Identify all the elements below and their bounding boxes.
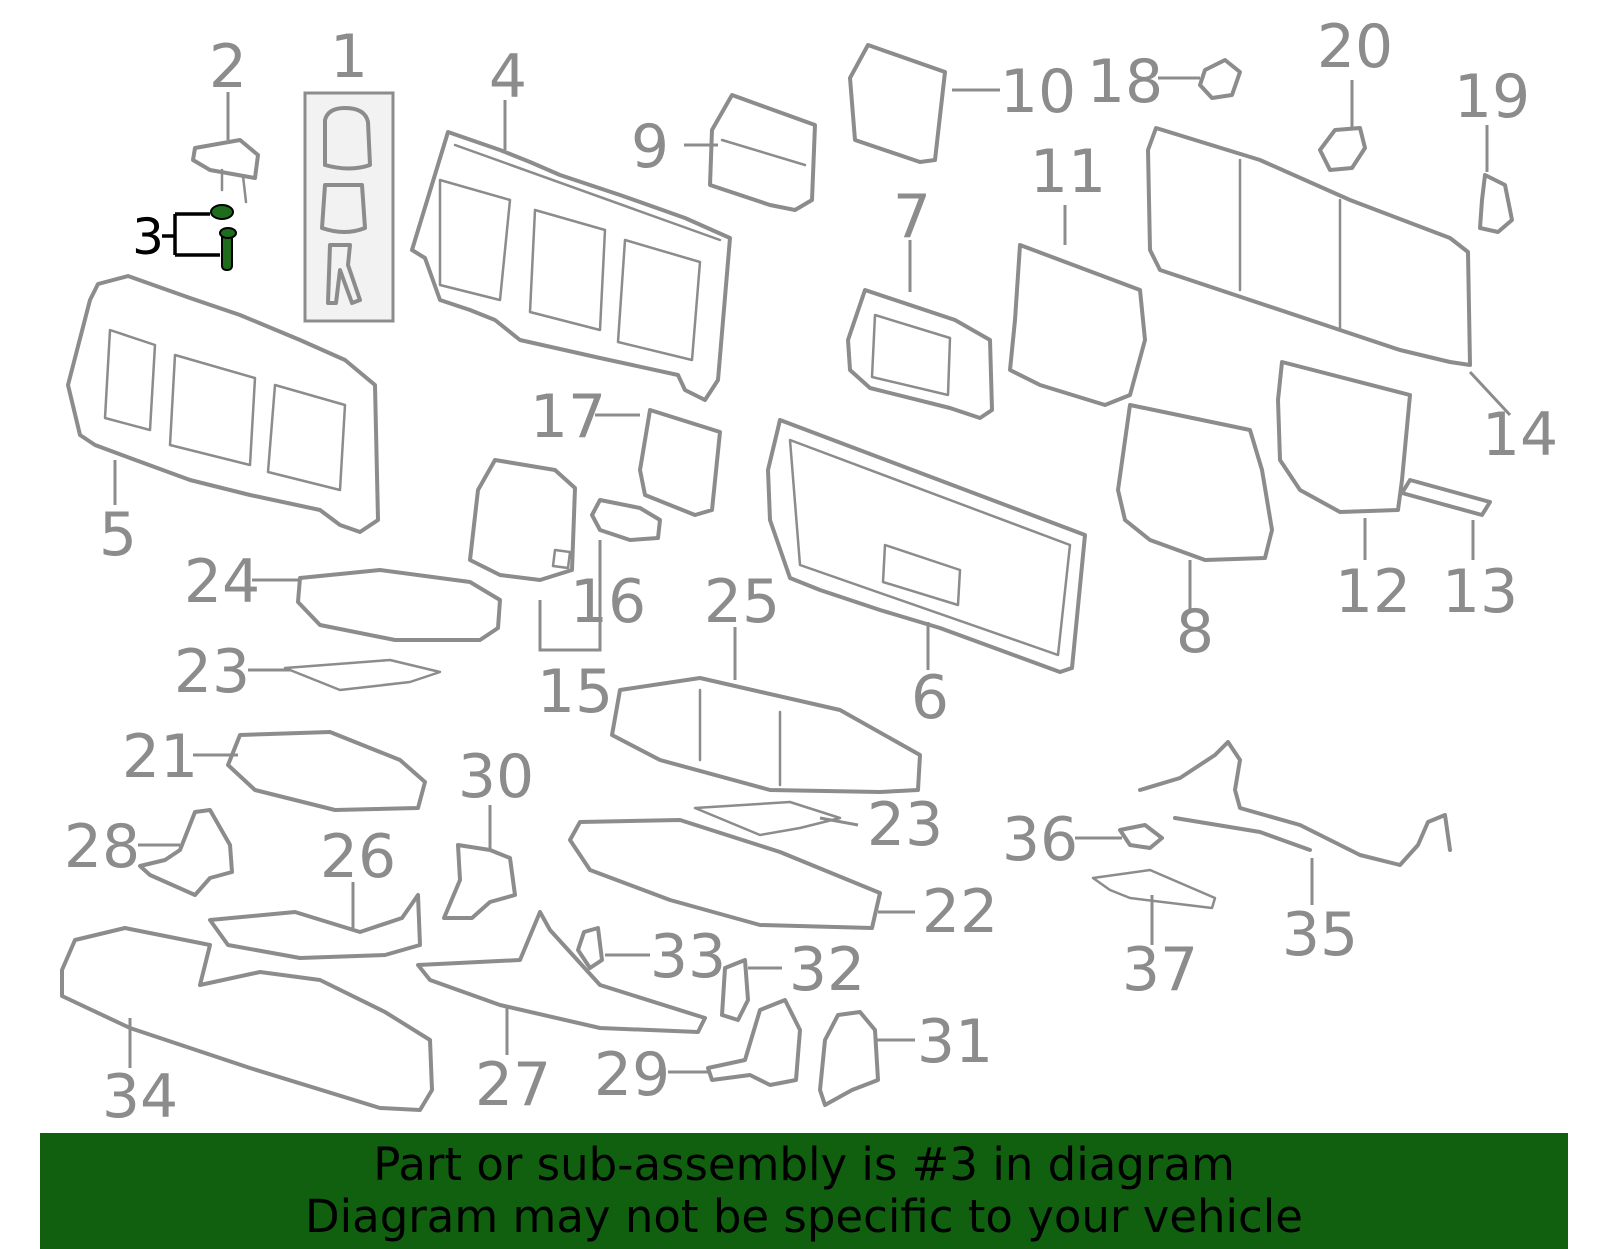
label-35: 35 (1282, 900, 1358, 970)
label-34: 34 (102, 1062, 178, 1132)
part-29-bracket[interactable] (706, 998, 802, 1087)
part-3-guide-assembly[interactable] (210, 204, 237, 271)
part-25-seat-cushion[interactable] (610, 676, 922, 794)
part-11-panel[interactable] (1008, 243, 1147, 407)
label-18: 18 (1087, 47, 1163, 117)
part-22-seat-pan[interactable] (568, 818, 882, 930)
label-19: 19 (1454, 62, 1530, 132)
part-16-cupholder[interactable] (590, 498, 662, 542)
label-22: 22 (922, 877, 998, 947)
part-2-headrest[interactable] (191, 138, 260, 204)
part-35-wire-harness[interactable] (1138, 740, 1452, 867)
part-24-cushion[interactable] (296, 568, 502, 642)
label-15: 15 (537, 657, 613, 727)
part-31-trim[interactable] (818, 1010, 880, 1107)
part-19-hinge[interactable] (1478, 173, 1514, 234)
label-12: 12 (1335, 557, 1411, 627)
label-23b: 23 (867, 790, 943, 860)
label-17: 17 (530, 382, 606, 452)
leader-lines (113, 76, 1512, 1074)
part-14-back-panel[interactable] (1146, 126, 1472, 367)
label-26: 26 (320, 822, 396, 892)
part-28-bracket[interactable] (138, 808, 234, 897)
part-20-hinge[interactable] (1318, 126, 1367, 172)
label-6: 6 (911, 663, 949, 733)
part-9-module[interactable] (708, 93, 817, 212)
banner-line-2: Diagram may not be specific to your vehi… (305, 1190, 1303, 1243)
part-1-headrest-kit[interactable] (303, 91, 395, 323)
info-banner: Part or sub-assembly is #3 in diagram Di… (40, 1133, 1568, 1249)
label-4: 4 (489, 42, 527, 112)
part-7-bracket[interactable] (846, 288, 994, 420)
label-30: 30 (458, 742, 534, 812)
label-24: 24 (184, 547, 260, 617)
part-13-pad[interactable] (1400, 478, 1492, 517)
part-27-seat-frame[interactable] (416, 910, 707, 1034)
part-labels: 1 2 3 4 5 6 7 8 9 10 11 12 13 14 15 16 1… (64, 12, 1558, 1132)
part-23-pad-upper[interactable] (283, 658, 442, 692)
part-26-bracket[interactable] (208, 893, 422, 960)
part-10-cover[interactable] (848, 43, 947, 164)
label-37: 37 (1122, 935, 1198, 1005)
label-23a: 23 (174, 637, 250, 707)
label-16: 16 (570, 567, 646, 637)
label-31: 31 (917, 1007, 993, 1077)
label-29: 29 (594, 1040, 670, 1110)
part-34-seat-base[interactable] (60, 926, 434, 1112)
label-36: 36 (1002, 805, 1078, 875)
label-20: 20 (1317, 12, 1393, 82)
label-1: 1 (330, 22, 368, 92)
label-21: 21 (122, 722, 198, 792)
banner-line-1: Part or sub-assembly is #3 in diagram (373, 1138, 1235, 1191)
part-36-connector[interactable] (1118, 823, 1164, 850)
part-21-cushion-pad[interactable] (226, 730, 427, 812)
part-18-hinge[interactable] (1198, 58, 1242, 100)
label-32: 32 (789, 935, 865, 1005)
part-32-trim[interactable] (720, 958, 750, 1022)
label-27: 27 (475, 1050, 551, 1120)
part-5-seat-back-cushion[interactable] (66, 274, 380, 534)
label-5: 5 (99, 500, 137, 570)
part-4-seat-back-frame[interactable] (410, 130, 732, 402)
label-11: 11 (1030, 137, 1106, 207)
label-10: 10 (1000, 57, 1076, 127)
part-17-panel[interactable] (638, 408, 722, 517)
label-25: 25 (704, 567, 780, 637)
part-37-bracket[interactable] (1091, 868, 1217, 910)
part-15-armrest[interactable] (468, 458, 577, 582)
label-13: 13 (1442, 557, 1518, 627)
label-14: 14 (1482, 400, 1558, 470)
label-8: 8 (1176, 597, 1214, 667)
part-33-clip[interactable] (576, 926, 604, 970)
part-30-bracket[interactable] (442, 843, 517, 920)
part-8-panel[interactable] (1116, 403, 1274, 562)
label-7: 7 (893, 182, 931, 252)
part-23-pad-lower[interactable] (693, 800, 842, 837)
part-6-rear-panel[interactable] (766, 418, 1087, 674)
label-2: 2 (209, 32, 247, 102)
label-3: 3 (132, 208, 164, 266)
part-3-callout-lines (162, 212, 220, 257)
part-12-panel[interactable] (1276, 360, 1412, 514)
label-9: 9 (631, 112, 669, 182)
label-28: 28 (64, 812, 140, 882)
label-33: 33 (650, 922, 726, 992)
